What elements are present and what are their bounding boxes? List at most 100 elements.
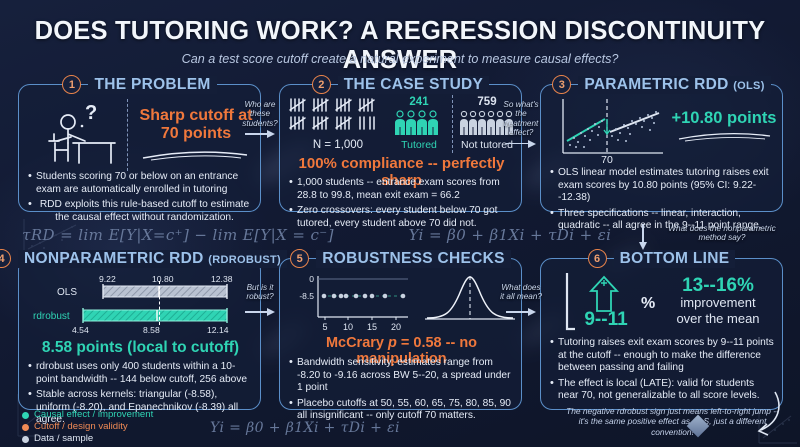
- legend-dot-teal: [22, 411, 29, 419]
- point-estimate-dashed-line: [159, 281, 160, 325]
- panel-title-suffix: (RDROBUST): [208, 253, 281, 266]
- rdrobust-ci-low-label: 4.54: [72, 325, 89, 335]
- legend-label: Data / sample: [34, 433, 94, 445]
- svg-text:70: 70: [601, 154, 613, 166]
- panel-5-header: 5 ROBUSTNESS CHECKS: [280, 249, 521, 268]
- list-item: Stable across kernels: triangular (-8.58…: [27, 388, 253, 427]
- ols-row-label: OLS: [57, 287, 78, 298]
- arrow-down-icon: [638, 224, 648, 250]
- percent-symbol: %: [641, 295, 656, 312]
- panel-6-body: 9--11 % 13--16% improvement over the mea…: [541, 259, 782, 409]
- panel-nonparametric-rdd: 4 NONPARAMETRIC RDD (RDROBUST) 9.22 10.8…: [0, 249, 287, 425]
- not-tutored-people-icon: [460, 110, 513, 135]
- list-item: Three specifications -- linear, interact…: [549, 207, 775, 233]
- panel-title-suffix: (OLS): [733, 79, 765, 92]
- panel-3-headline: +10.80 points: [671, 109, 777, 127]
- connector-label: So what's the treatment effect?: [503, 100, 539, 138]
- panel-2-body: N = 1,000 241 Tutored 759: [280, 85, 521, 229]
- panel-bottom-line: 6 BOTTOM LINE 9--11 % 13--16% improvemen…: [540, 249, 783, 410]
- connector-5-to-6: What does it all mean?: [499, 283, 543, 317]
- connector-3-to-4: What does the nonparametric method say?: [630, 224, 790, 243]
- panel-title: THE PROBLEM: [88, 75, 217, 94]
- panel-1-headline: Sharp cutoff at 70 points: [139, 107, 253, 142]
- ols-ci-bar: [102, 284, 228, 299]
- bottom-line-range: 13--16%: [682, 275, 754, 296]
- panel-4-bullets: rdrobust uses only 400 students within a…: [27, 360, 253, 430]
- panel-number-badge: 2: [311, 75, 331, 94]
- panel-number-badge: 5: [290, 249, 310, 268]
- panel-6-header: 6 BOTTOM LINE: [541, 249, 782, 268]
- panel-title: NONPARAMETRIC RDD (RDROBUST): [18, 249, 287, 268]
- rd-scatter-chart: 70: [562, 99, 663, 166]
- panel-number-badge: 4: [0, 249, 12, 268]
- legend-label: Causal effect / improvement: [34, 409, 154, 420]
- ols-ci-high-label: 12.38: [211, 274, 233, 284]
- underline-swoosh: [142, 151, 248, 161]
- list-item: Zero crossovers: every student below 70 …: [288, 204, 514, 230]
- panel-the-case-study: 2 THE CASE STUDY N = 1,000: [279, 75, 522, 229]
- legend-item: Causal effect / improvement: [22, 409, 153, 421]
- footnote-text: The negative rdrobust sign just means le…: [566, 406, 779, 437]
- not-tutored-label: Not tutored: [461, 139, 513, 151]
- list-item: Tutoring raises exit exam scores by 9--1…: [549, 336, 775, 375]
- bottom-line-points: 9--11: [584, 309, 628, 330]
- rdrobust-ci-high-label: 12.14: [207, 325, 229, 335]
- student-at-desk-icon: ?: [48, 102, 116, 164]
- axis-corner-decoration: [565, 273, 575, 331]
- legend-dot-gray: [22, 436, 29, 443]
- arrow-right-icon: [245, 308, 275, 317]
- list-item: The effect is local (LATE): valid for st…: [549, 377, 775, 403]
- ols-ci-low-label: 9.22: [99, 274, 116, 284]
- panel-title: PARAMETRIC RDD (OLS): [578, 75, 771, 94]
- panel-parametric-rdd: 3 PARAMETRIC RDD (OLS): [540, 75, 783, 231]
- tally-marks-icon: [289, 98, 375, 130]
- legend-item: Data / sample: [22, 433, 153, 445]
- bottom-line-caption-1: improvement: [680, 295, 756, 310]
- connector-2-to-3: So what's the treatment effect?: [499, 100, 543, 148]
- tutored-label: Tutored: [401, 139, 437, 151]
- connector-4-to-5: But is it robust?: [238, 283, 282, 317]
- connector-label: What does the nonparametric method say?: [668, 224, 776, 243]
- panel-1-body: ? Sharp cutoff at 70 points Students sco…: [19, 85, 260, 223]
- equation-rd-estimand: τRD = lim E[Y|X=c⁺] − lim E[Y|X = c⁻]: [22, 226, 334, 244]
- background-sketch-scatter: [758, 411, 797, 444]
- svg-text:20: 20: [391, 322, 401, 332]
- underline-swoosh: [678, 132, 771, 142]
- panel-number-badge: 3: [552, 75, 572, 94]
- list-item: Bandwidth sensitivity: estimates range f…: [288, 356, 514, 395]
- panel-2-bullets: 1,000 students -- entrance exam scores f…: [288, 176, 514, 233]
- svg-text:?: ?: [85, 102, 97, 124]
- not-tutored-count: 759: [477, 96, 497, 108]
- bottom-line-caption-2: over the mean: [676, 311, 760, 326]
- panel-title: BOTTOM LINE: [613, 249, 736, 268]
- svg-text:15: 15: [367, 322, 377, 332]
- legend: Causal effect / improvement Cutoff / des…: [22, 409, 153, 446]
- page-title: DOES TUTORING WORK? A REGRESSION DISCONT…: [34, 17, 766, 74]
- panel-4-headline: 8.58 points (local to cutoff): [41, 339, 240, 356]
- panel-3-header: 3 PARAMETRIC RDD (OLS): [541, 75, 782, 94]
- list-item: 1,000 students -- entrance exam scores f…: [288, 176, 514, 202]
- panel-3-body: 70 +10.80 points OLS linear model estima…: [541, 85, 782, 231]
- connector-label: What does it all mean?: [500, 283, 542, 302]
- panel-5-bullets: Bandwidth sensitivity: estimates range f…: [288, 356, 514, 426]
- svg-text:-8.5: -8.5: [299, 291, 314, 301]
- sample-size-label: N = 1,000: [312, 139, 364, 151]
- up-arrow-icon: [588, 275, 620, 312]
- legend-label: Cutoff / design validity: [34, 421, 128, 433]
- panel-number-badge: 6: [587, 249, 607, 268]
- mccrary-density-chart: [425, 276, 515, 320]
- panel-2-header: 2 THE CASE STUDY: [280, 75, 521, 94]
- connector-label: But is it robust?: [246, 283, 274, 302]
- list-item: Students scoring 70 or below on an entra…: [27, 170, 253, 196]
- svg-text:10: 10: [343, 322, 353, 332]
- panel-1-header: 1 THE PROBLEM: [19, 75, 260, 94]
- arrow-right-icon: [245, 130, 275, 139]
- equation-regression-bottom: Yi = β0 + β1Xi + τDi + εi: [210, 420, 400, 436]
- ols-ci-point-label: 10.80: [152, 274, 174, 284]
- panel-title: ROBUSTNESS CHECKS: [316, 249, 511, 268]
- panel-number-badge: 1: [62, 75, 82, 94]
